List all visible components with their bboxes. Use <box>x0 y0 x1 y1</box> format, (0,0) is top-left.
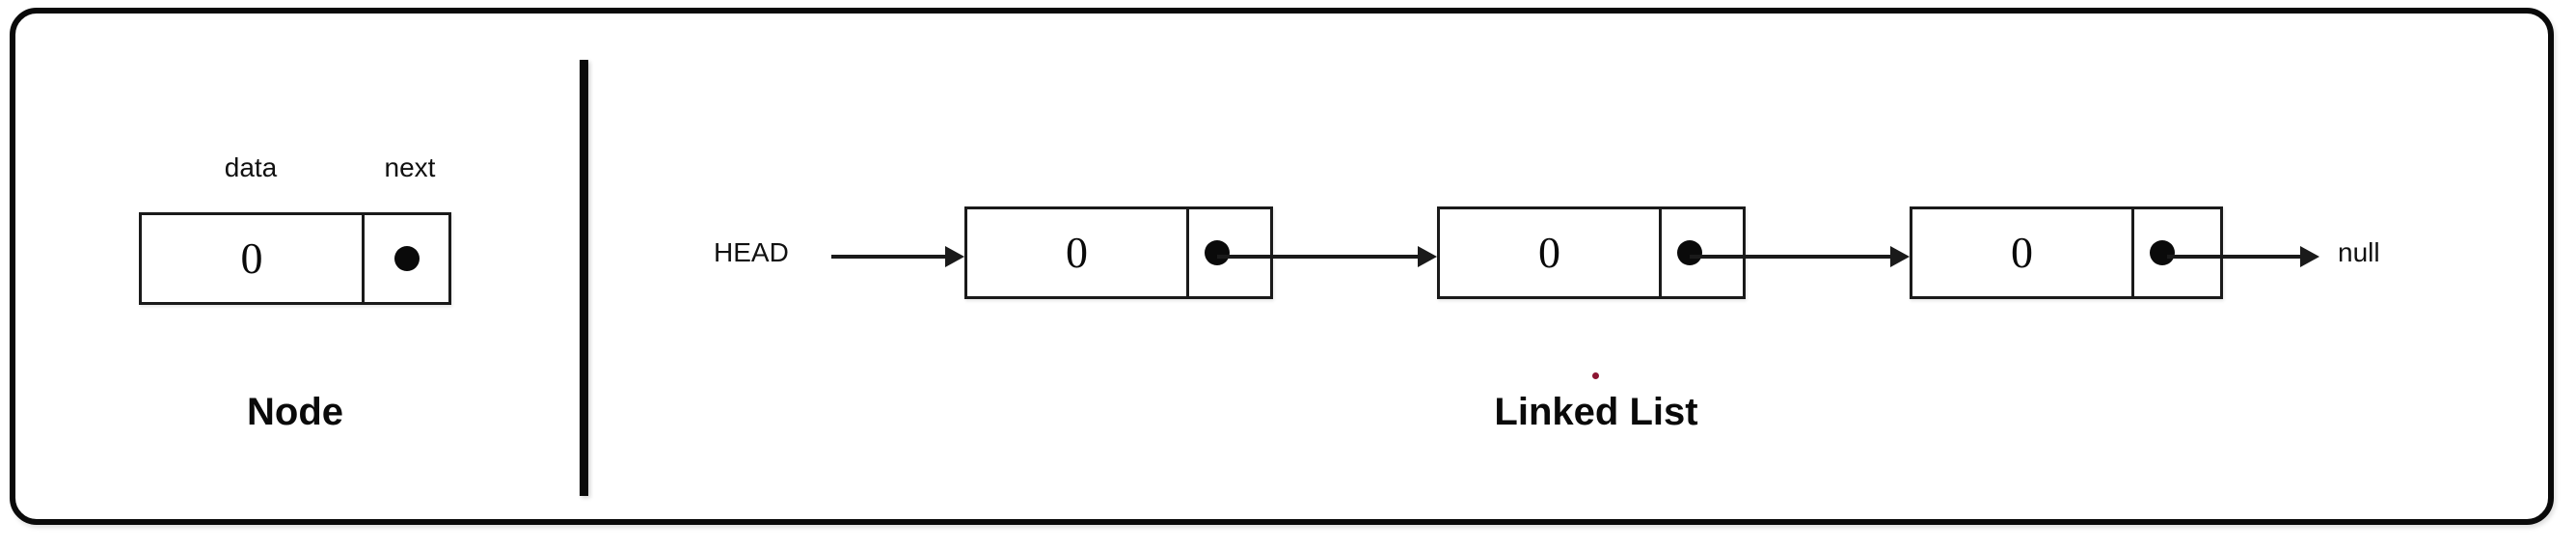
list-node-cell-next-1 <box>1189 209 1270 296</box>
field-label-data: data <box>224 152 278 182</box>
list-node-box-3[interactable]: 0 <box>1910 206 2223 299</box>
caption-node: Node <box>247 391 343 433</box>
node-data-value: 0 <box>240 233 263 283</box>
pointer-dot-icon <box>2150 240 2175 265</box>
node-cell-next <box>365 215 448 302</box>
red-speck-artifact <box>1592 372 1599 379</box>
list-node-data-value-1: 0 <box>1066 228 1088 277</box>
panel-divider <box>580 60 588 496</box>
list-node-data-value-3: 0 <box>2011 228 2033 277</box>
list-node-cell-data-2: 0 <box>1440 209 1662 296</box>
node-cell-data: 0 <box>142 215 365 302</box>
list-node-data-value-2: 0 <box>1538 228 1560 277</box>
pointer-dot-icon <box>1205 240 1230 265</box>
list-node-cell-data-1: 0 <box>967 209 1189 296</box>
field-label-next: next <box>384 152 436 182</box>
list-node-cell-data-3: 0 <box>1912 209 2134 296</box>
null-label: null <box>2338 237 2380 267</box>
caption-linked-list: Linked List <box>1494 391 1698 433</box>
pointer-dot-icon <box>393 246 420 271</box>
pointer-dot-icon <box>1677 240 1702 265</box>
list-node-cell-next-2 <box>1662 209 1743 296</box>
list-node-box-1[interactable]: 0 <box>964 206 1273 299</box>
node-box-standalone[interactable]: 0 <box>139 212 451 305</box>
list-node-box-2[interactable]: 0 <box>1437 206 1746 299</box>
list-node-cell-next-3 <box>2134 209 2220 296</box>
head-label: HEAD <box>714 237 789 267</box>
